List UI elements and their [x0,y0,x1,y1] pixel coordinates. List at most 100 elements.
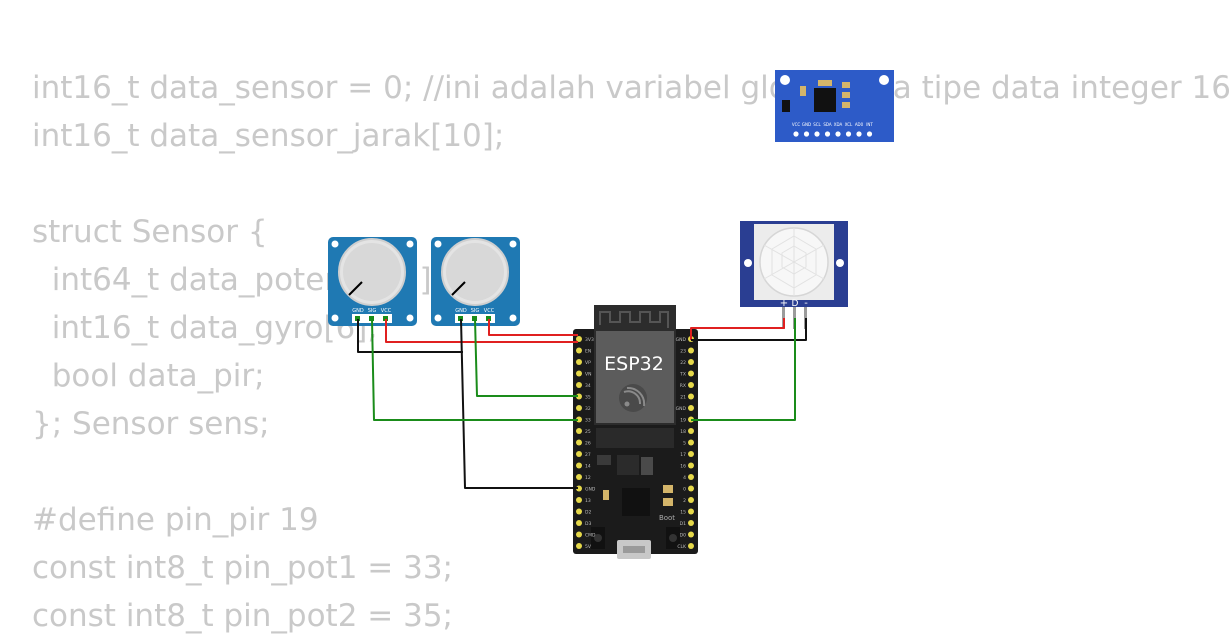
esp32-pin-label: 3V3 [585,337,594,343]
esp32-pin-vp[interactable] [576,359,582,365]
knob-indicator [451,281,466,296]
gyro-pin[interactable] [856,131,862,137]
esp32-pin-18[interactable] [688,428,694,434]
esp32-pin-12[interactable] [576,474,582,480]
esp32-pin-gnd[interactable] [688,405,694,411]
boot-label: Boot [659,514,675,522]
esp32-pin-label: GND [676,406,687,412]
esp32-pin-17[interactable] [688,451,694,457]
gyro-pin[interactable] [803,131,810,137]
esp32-pin-label: 25 [585,429,591,435]
esp32-pin-label: 0 [683,487,686,493]
wire-pir-gnd [691,318,807,341]
esp32-pin-label: TX [679,372,686,378]
pir-pin-minus: - [804,298,808,309]
esp32-pin-label: 2 [683,498,686,504]
esp32-pin-0[interactable] [688,485,694,492]
esp32-pin-21[interactable] [688,393,694,400]
wire-pot2-vcc [488,319,578,336]
esp32-pin-d3[interactable] [576,520,582,526]
gyro-chip [814,88,836,112]
gyro-pin[interactable] [814,131,820,137]
potentiometer-2[interactable]: GND SIG VCC [431,237,520,326]
code-line: struct Sensor { [32,214,268,250]
esp32-pin-label: D3 [585,521,591,527]
esp32-pin-label: EN [585,349,591,355]
wire-pir-vcc [690,318,785,340]
wire-pot1-vcc [385,319,578,343]
wire-pot1-sig [371,318,578,421]
wire-pir-signal [691,318,796,421]
gyro-pin[interactable] [866,131,873,137]
esp32-pin-23[interactable] [688,347,694,354]
esp32-pin-en[interactable] [576,347,582,354]
code-line: int16_t data_sensor_jarak[10]; [32,118,505,154]
esp32-pin-26[interactable] [576,439,582,446]
esp32-pin-label: 26 [585,441,591,447]
gyro-pin-label: INT [866,122,873,127]
pot2-pin-vcc: VCC [484,308,495,314]
gyro-pin[interactable] [824,131,831,137]
circuit-diagram: GND SIG VCC GND SIG VCC [328,70,894,559]
esp32-pin-label: 21 [680,395,686,401]
esp32-pin-label: 34 [585,383,591,389]
esp32-pin-22[interactable] [688,359,694,365]
esp32-pin-32[interactable] [576,405,582,411]
esp32-pin-d0[interactable] [688,531,694,538]
esp32-pin-13[interactable] [576,497,582,503]
esp32-pin-label: 33 [585,418,591,424]
esp32-pin-label: 5 [683,441,686,447]
esp32-pin-34[interactable] [576,382,582,388]
esp32-board[interactable]: ESP32 Boot 3V3ENVPVN343532332526271412GN… [573,305,698,559]
esp32-pin-label: CMD [585,533,596,539]
gyro-pin-label: SCL [813,122,821,127]
wire-pot1-gnd [357,319,463,353]
pir-sensor[interactable]: + D - [740,221,848,329]
esp32-pin-16[interactable] [688,462,694,469]
pot2-pin-gnd: GND [455,308,467,314]
esp32-pin-d2[interactable] [576,508,582,515]
esp32-pin-5[interactable] [688,439,694,446]
esp32-pin-label: 22 [680,360,686,366]
esp32-pin-3v3[interactable] [576,336,582,342]
esp32-pin-label: 16 [680,464,686,470]
esp32-pin-label: 23 [680,349,686,355]
esp32-pin-label: 19 [680,418,686,424]
code-line: const int8_t pin_pot1 = 33; [32,550,453,586]
pot1-pin-vcc: VCC [381,308,392,314]
esp32-pin-tx[interactable] [688,370,694,377]
esp32-pin-d1[interactable] [688,520,694,526]
pir-pin-d: D [792,299,799,309]
esp32-pin-label: 12 [585,475,591,481]
gyro-pin-label: XCL [845,122,853,127]
esp32-pin-label: 14 [585,464,591,470]
gyro-pin-label: SDA [823,122,832,127]
esp32-pin-27[interactable] [576,451,582,457]
gyro-pin-label: VCC [792,122,801,127]
esp32-pin-25[interactable] [576,428,582,434]
esp32-pin-label: D2 [585,510,591,516]
esp32-pin-clk[interactable] [688,543,694,549]
esp32-pin-2[interactable] [688,497,694,503]
pot1-pin-sig: SIG [368,308,377,314]
esp32-pin-label: 27 [585,452,591,458]
gyro-pin-label: GND [802,122,811,127]
esp32-pin-4[interactable] [688,474,694,480]
gyro-pin[interactable] [835,131,841,137]
esp32-pin-5v[interactable] [576,543,582,549]
esp32-pin-label: 32 [585,406,591,412]
gyro-pin[interactable] [845,131,852,137]
esp32-pin-label: GND [676,337,687,343]
esp32-pin-cmd[interactable] [576,531,582,538]
esp32-pin-label: 4 [683,475,686,481]
gyro-pin-label: XDA [834,122,843,127]
esp32-pin-15[interactable] [688,508,694,515]
potentiometer-1[interactable]: GND SIG VCC [328,237,417,326]
esp32-pin-rx[interactable] [688,382,694,388]
esp32-pin-14[interactable] [576,462,582,469]
knob-indicator [348,281,363,296]
esp32-pin-vn[interactable] [576,370,582,377]
esp32-pin-label: 5V [585,544,592,550]
gyro-pin[interactable] [793,131,799,137]
